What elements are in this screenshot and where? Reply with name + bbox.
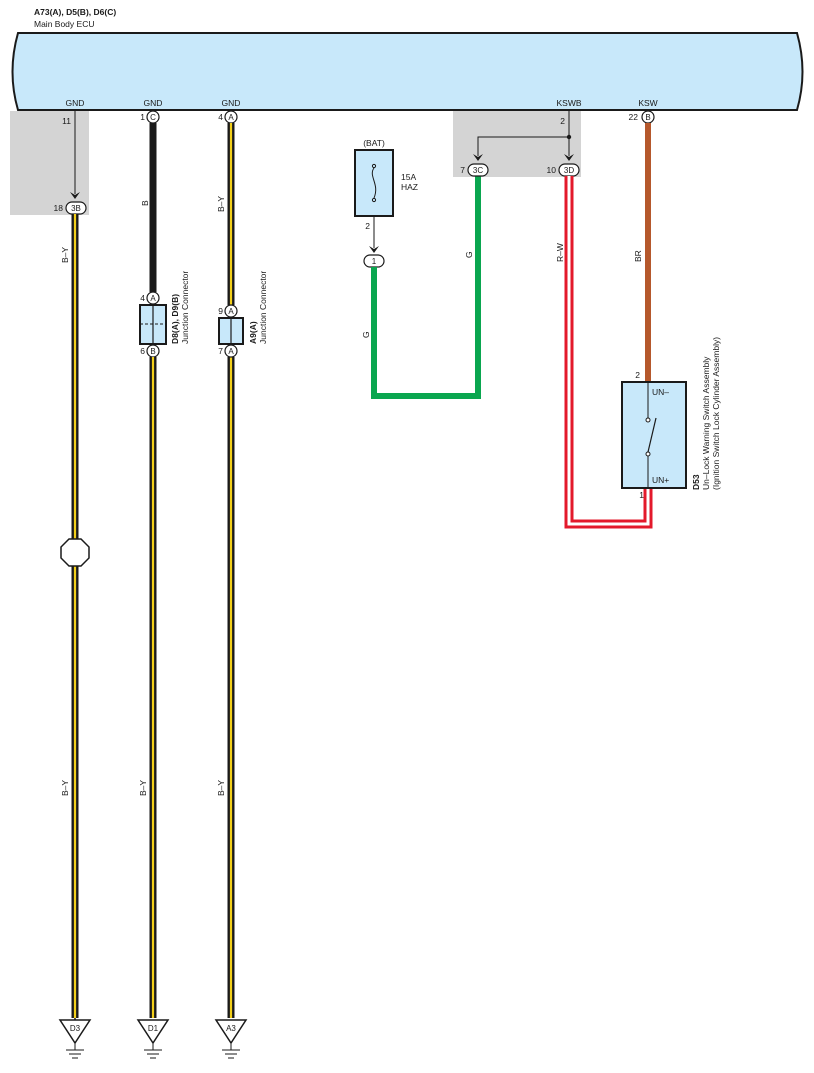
wire-color-g-1: G [361,331,371,338]
fuse-source: (BAT) [363,138,385,148]
wire-g [371,176,481,399]
wire-color-b-y-2: B–Y [138,780,148,796]
wire-color-b-y-3a: B–Y [216,196,226,212]
wire-color-b-y-1b: B–Y [60,780,70,796]
pin-name-gnd3: GND [222,98,241,108]
switch-term-top: UN– [652,387,669,397]
connector-3d-label: 3D [564,166,574,175]
ground-d1 [136,1019,170,1059]
connector-3c-label: 3C [473,166,483,175]
wire-color-r-w: R–W [555,243,565,262]
ecu-internal-shade-left [10,111,89,215]
jc2-label: Junction Connector [258,271,268,344]
fuse-pin: 2 [365,221,370,231]
switch-name: Un–Lock Warning Switch Assembly [701,356,711,490]
connector-b-label: B [645,113,650,122]
fuse-rating: 15A [401,172,416,182]
connector-jc1-top-pin: 4 [140,293,145,303]
junction-connector-d8-d9 [139,304,167,345]
connector-3c [467,163,489,177]
pin-name-ksw: KSW [638,98,657,108]
connector-jc2-bottom-pin: 7 [218,346,223,356]
main-body-ecu [11,32,804,111]
connector-fuse-1-label: 1 [372,257,377,266]
pin-number-ksw: 22 [629,112,639,122]
wire-color-br: BR [633,250,643,262]
connector-jc1-top-label: A [150,294,156,303]
connector-jc2-top-pin: 9 [218,306,223,316]
splice-point [60,538,90,567]
fuse-arrow [369,246,379,253]
wire-color-b: B [140,200,150,206]
ecu-name: Main Body ECU [34,19,94,29]
connector-3b-label: 3B [71,204,81,213]
jc1-code: D8(A), D9(B) [170,294,180,344]
connector-jc1-bottom-label: B [150,347,155,356]
junction-connector-a9 [218,317,244,345]
wire-color-b-y-1a: B–Y [60,247,70,263]
wire-color-b-y-3b: B–Y [216,780,226,796]
join-arrow-3c [473,154,483,161]
ground-d3 [58,1018,92,1059]
ecu-pin-labels: GND GND GND KSWB KSW [66,98,658,108]
pin-name-gnd2: GND [144,98,163,108]
connector-a-label: A [228,113,234,122]
join-arrow-3b [70,192,80,199]
ground-a3-label: A3 [226,1024,236,1033]
pin-name-gnd1: GND [66,98,85,108]
ecu-connector-codes: A73(A), D5(B), D6(C) [34,7,116,17]
switch-pin-top: 2 [635,370,640,380]
switch-term-bottom: UN+ [652,475,669,485]
ground-d1-label: D1 [148,1024,159,1033]
switch-sub: (Ignition Switch Lock Cylinder Assembly) [711,337,721,490]
connector-jc1-bottom-pin: 6 [140,346,145,356]
pin-number-gnd2: 1 [140,112,145,122]
fuse-name: HAZ [401,182,418,192]
wire-r-w [564,176,653,529]
connector-3c-pin: 7 [460,165,465,175]
pin-number-gnd3: 4 [218,112,223,122]
pin-number-gnd1: 11 [62,116,71,126]
connector-jc2-bottom-label: A [228,347,234,356]
ground-d3-label: D3 [70,1024,81,1033]
wire-color-g-2: G [464,251,474,258]
switch-code: D53 [691,474,701,490]
connector-jc2-top-label: A [228,307,234,316]
join-arrow-3d [564,154,574,161]
fuse-haz [354,149,394,217]
jc2-code: A9(A) [248,321,258,344]
connector-jc2-bottom [224,344,238,358]
connector-3d-pin: 10 [547,165,557,175]
pin-name-kswb: KSWB [556,98,581,108]
pin-number-kswb: 2 [560,116,565,126]
connector-3b-pin: 18 [54,203,64,213]
switch-pin-bottom: 1 [639,490,644,500]
ground-a3 [214,1019,248,1059]
connector-c-label: C [150,113,156,122]
jc1-label: Junction Connector [180,271,190,344]
unlock-warning-switch [621,381,687,489]
kswb-internal-line [477,111,570,156]
